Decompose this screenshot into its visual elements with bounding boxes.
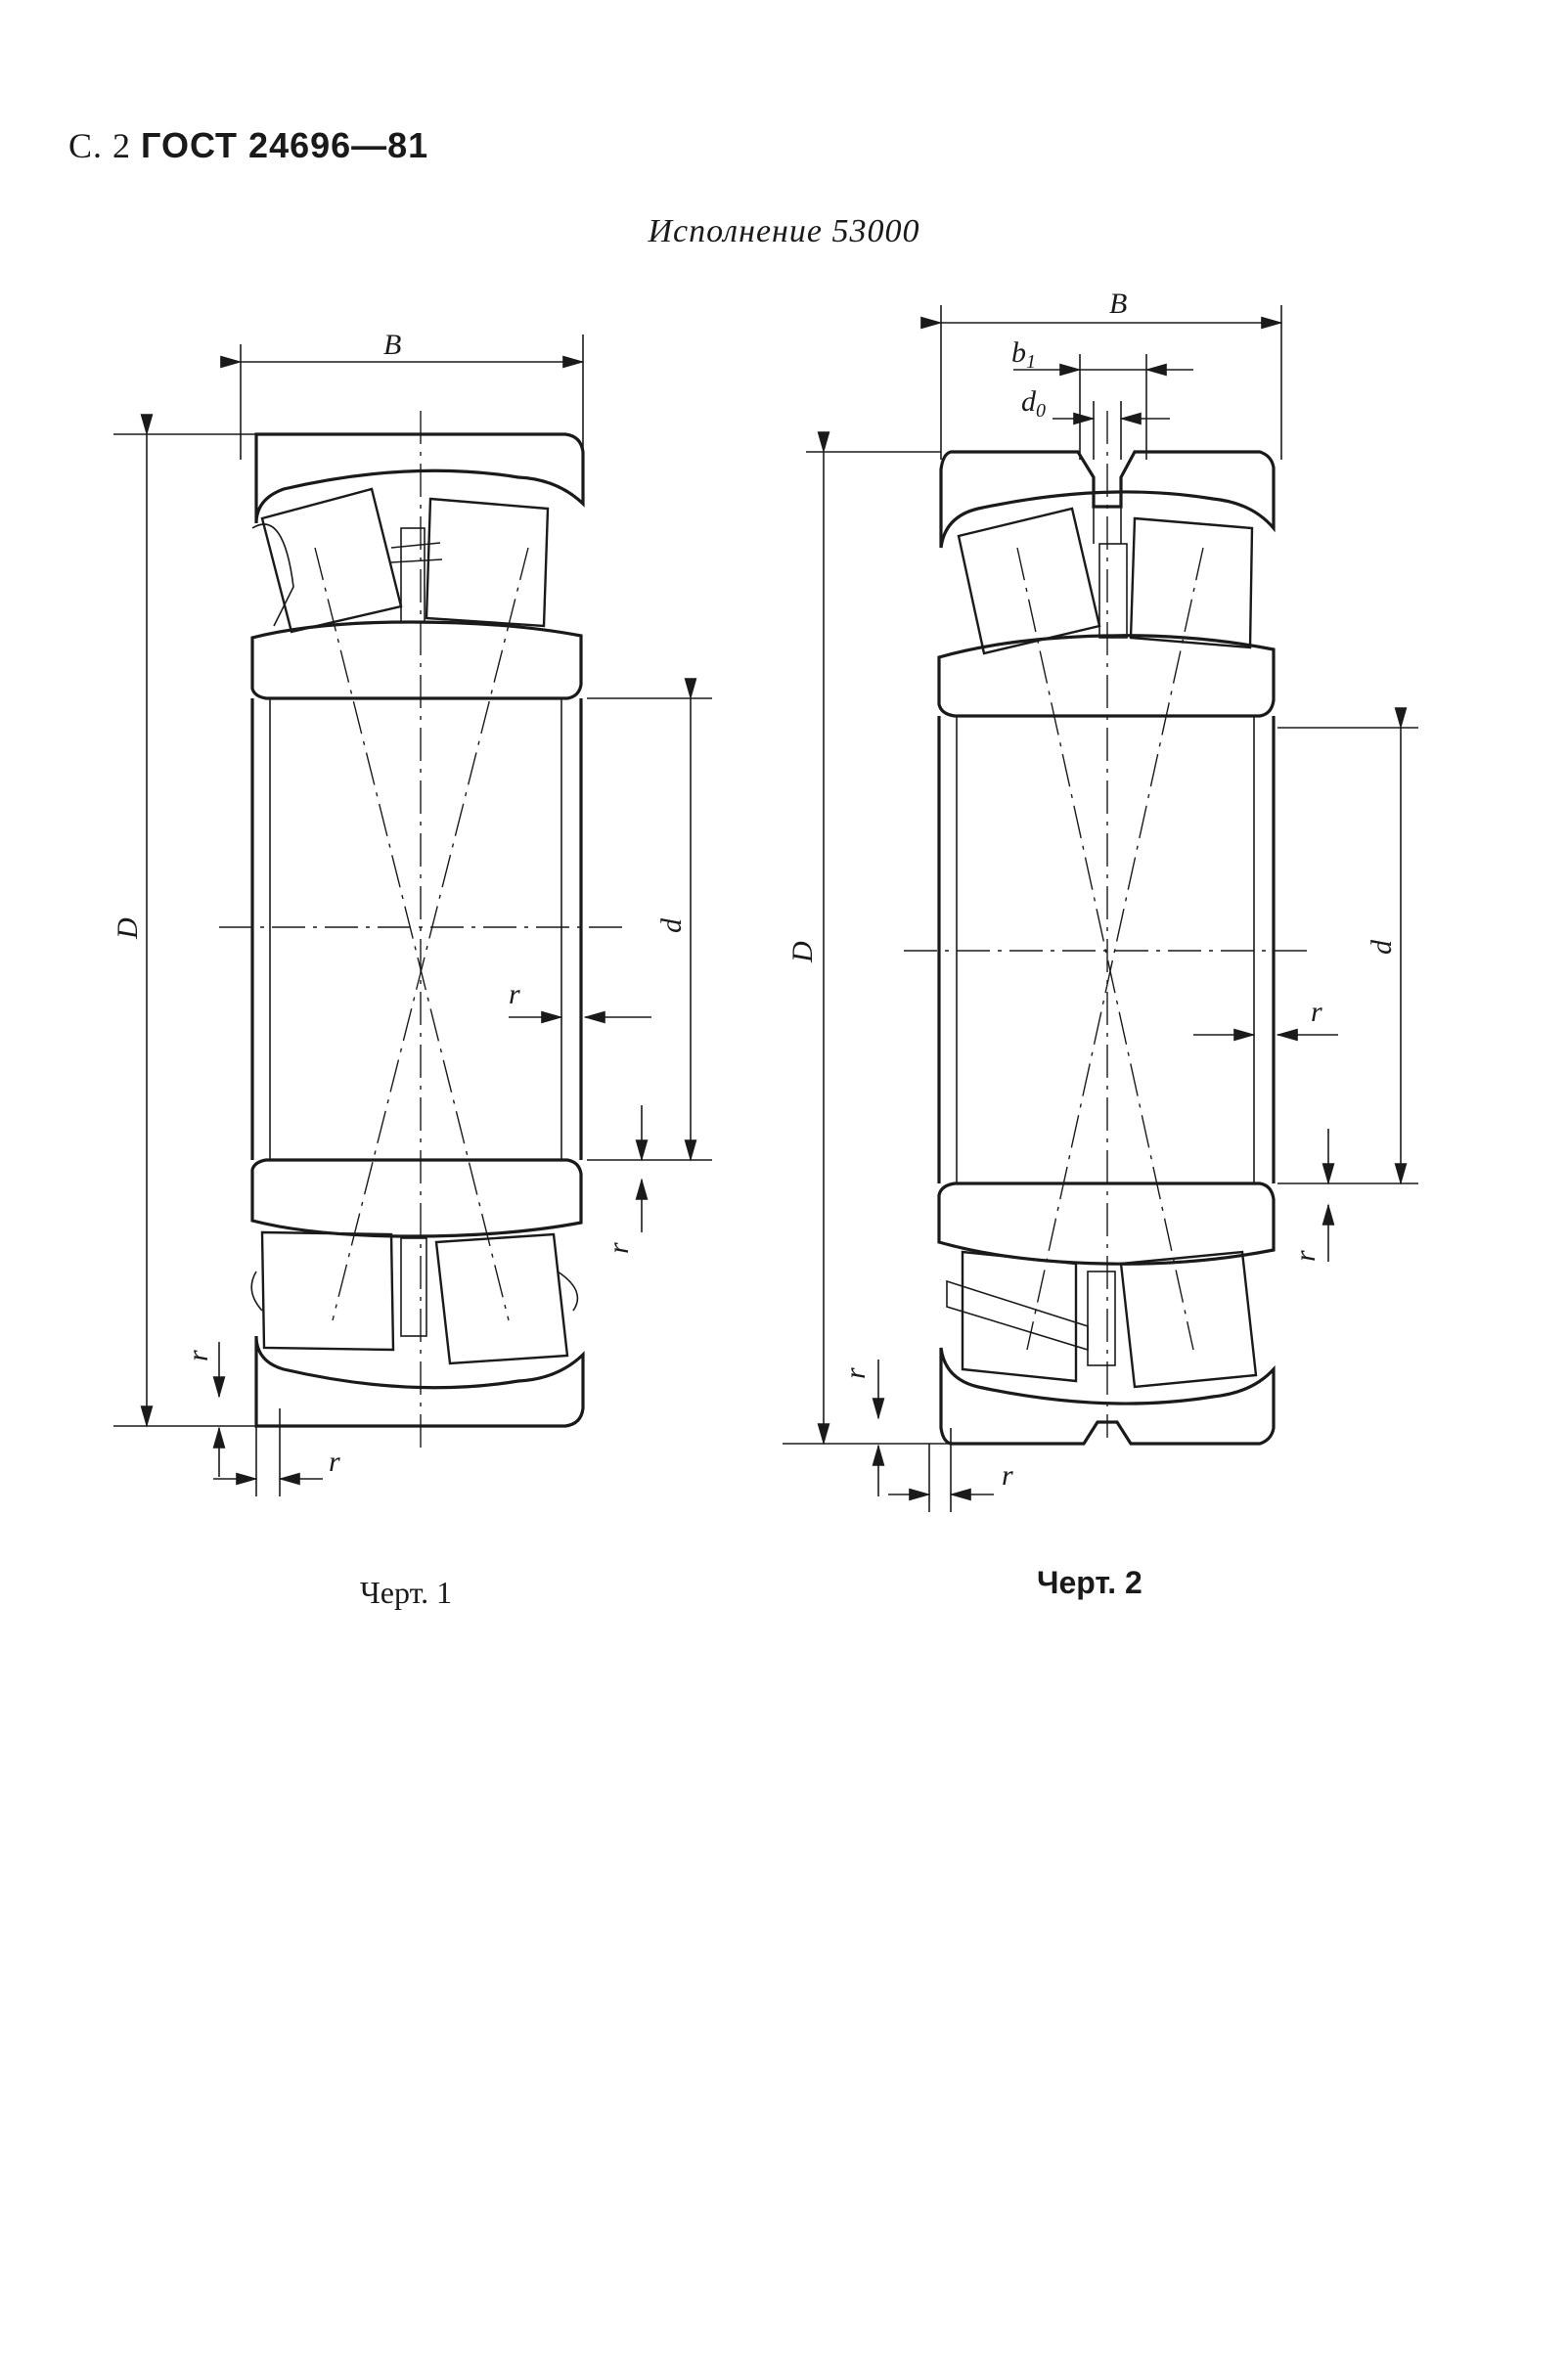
fig1-label-d: d: [655, 917, 688, 933]
fig1-label-r-outer: r: [182, 1350, 214, 1361]
standard-number: ГОСТ 24696—81: [141, 125, 429, 165]
figure-1-drawing: [113, 335, 712, 1496]
fig2-label-B: B: [1109, 288, 1127, 320]
fig2-label-r-inner: r: [1289, 1250, 1322, 1262]
page-header: С. 2 ГОСТ 24696—81: [68, 125, 428, 166]
page-number: С. 2: [68, 126, 132, 165]
fig2-label-r-outer: r: [839, 1367, 872, 1379]
fig1-label-r-side: r: [329, 1446, 340, 1478]
fig1-label-r-bore: r: [509, 978, 520, 1010]
fig1-label-r-inner: r: [603, 1242, 635, 1254]
fig2-label-D: D: [786, 941, 819, 963]
fig2-label-d0: d0: [1021, 385, 1046, 422]
fig1-label-D: D: [112, 917, 144, 940]
fig2-label-r-side: r: [1002, 1459, 1013, 1492]
subtitle: Исполнение 53000: [648, 213, 920, 249]
fig2-label-b1: b1: [1011, 336, 1036, 373]
figure-2-drawing: [783, 305, 1418, 1512]
figure-1-caption: Черт. 1: [360, 1575, 453, 1610]
fig2-label-r-bore: r: [1311, 996, 1322, 1028]
figure-2-caption: Черт. 2: [1037, 1565, 1142, 1600]
fig2-label-d: d: [1366, 939, 1398, 955]
fig1-label-B: B: [383, 329, 401, 361]
